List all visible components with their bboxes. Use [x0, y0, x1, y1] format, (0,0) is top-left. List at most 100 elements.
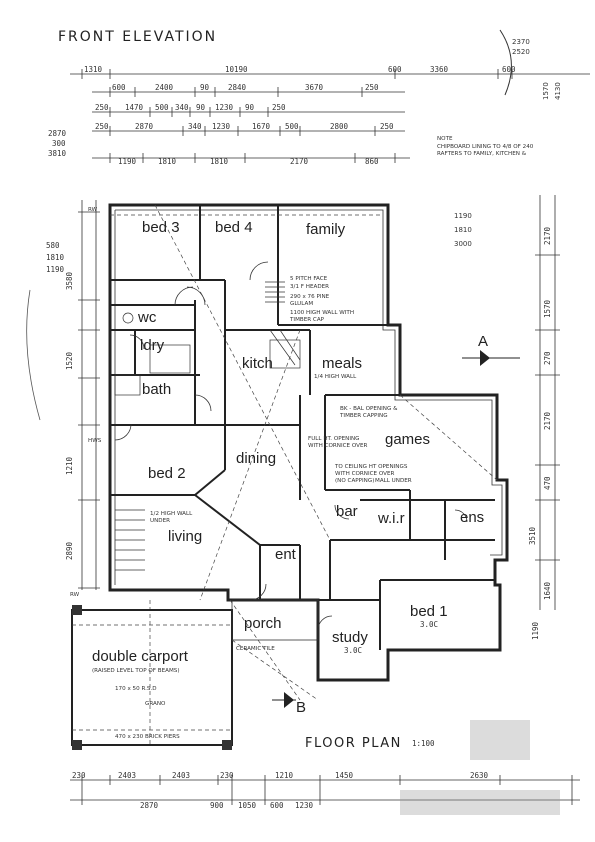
general-note: NOTE CHIPBOARD LINING TO 4/8 OF 240 RAFT… — [437, 136, 534, 157]
dim-r4-2: 2870 — [135, 122, 154, 131]
left-dimension-lines: 2870 300 3810 580 1810 1190 3580 1520 12… — [46, 129, 100, 590]
dim-r3-3: 500 — [155, 103, 169, 112]
dim-left-2: 300 — [52, 139, 66, 148]
dim-r5-5: 860 — [365, 157, 379, 166]
stair-hatching — [114, 281, 301, 571]
dim-r5-1: 1190 — [118, 157, 137, 166]
dim-bot-1: 230 — [72, 771, 86, 780]
svg-text:1/4 HIGH WALL: 1/4 HIGH WALL — [314, 374, 357, 380]
dim-bot-11: 600 — [270, 801, 284, 810]
room-living: living — [168, 528, 202, 545]
svg-text:5 PITCH FACE: 5 PITCH FACE — [290, 276, 328, 282]
dim-r3-2: 1470 — [125, 103, 144, 112]
room-bed4: bed 4 — [215, 219, 253, 236]
dim-r5-4: 2170 — [290, 157, 309, 166]
dim-bot-6: 1450 — [335, 771, 354, 780]
carport-outline — [71, 605, 233, 750]
dim-right-8: 1190 — [531, 621, 540, 640]
copy-smudge — [400, 720, 560, 815]
room-meals: meals — [322, 355, 362, 372]
dim-r5-3: 1810 — [210, 157, 229, 166]
dim-r2-4: 2840 — [228, 83, 247, 92]
section-marker-b: B — [272, 692, 306, 716]
corner-notes: 2370 2520 1190 1810 3000 4130 1570 — [454, 38, 562, 248]
room-bed2: bed 2 — [148, 465, 186, 482]
room-bath: bath — [142, 381, 171, 398]
svg-text:NOTE: NOTE — [437, 136, 453, 142]
dim-right-7: 1640 — [543, 581, 552, 600]
room-ens: ens — [460, 509, 484, 526]
dim-r4-1: 250 — [95, 122, 109, 131]
dim-r4-6: 500 — [285, 122, 299, 131]
dim-bot-9: 900 — [210, 801, 224, 810]
porch-outline — [231, 599, 319, 701]
svg-text:1100 HIGH WALL WITH: 1100 HIGH WALL WITH — [290, 310, 354, 316]
floor-plan-scale: 1:100 — [412, 739, 435, 748]
svg-text:TIMBER CAP: TIMBER CAP — [289, 317, 325, 323]
svg-text:MALL UNDER: MALL UNDER — [375, 478, 412, 484]
svg-text:1190: 1190 — [454, 212, 472, 220]
dim-bot-12: 1230 — [295, 801, 314, 810]
svg-text:170 x 50 R.S.D: 170 x 50 R.S.D — [115, 686, 157, 692]
dim-top-1: 1310 — [84, 65, 103, 74]
room-labels: bed 3 bed 4 family wc ldry bath kitch me… — [92, 219, 484, 665]
dim-left-5: 1810 — [46, 253, 65, 262]
room-wc: wc — [137, 309, 157, 326]
dim-top-4: 3360 — [430, 65, 449, 74]
svg-text:TIMBER CAPPING: TIMBER CAPPING — [339, 413, 388, 419]
dim-r3-1: 250 — [95, 103, 109, 112]
dim-r2-3: 90 — [200, 83, 210, 92]
svg-text:3.0C: 3.0C — [344, 646, 362, 655]
dim-r2-5: 3670 — [305, 83, 324, 92]
corner-curve-mark — [26, 289, 41, 421]
room-study: study — [332, 629, 368, 646]
svg-text:RAFTERS TO FAMILY, KITCHEN &: RAFTERS TO FAMILY, KITCHEN & — [437, 151, 527, 157]
dim-r4-3: 340 — [188, 122, 202, 131]
dim-top-2: 10190 — [225, 65, 248, 74]
svg-text:1570: 1570 — [542, 82, 550, 100]
dim-r3-4: 340 — [175, 103, 189, 112]
dim-right-1: 2170 — [543, 226, 552, 245]
svg-text:WITH CORNICE OVER: WITH CORNICE OVER — [335, 471, 394, 477]
dim-r5-2: 1810 — [158, 157, 177, 166]
plan-annotations: 5 PITCH FACE 3/1 F HEADER 290 x 76 PINE … — [70, 207, 438, 740]
dim-r3-6: 1230 — [215, 103, 234, 112]
dim-r4-4: 1230 — [212, 122, 231, 131]
svg-text:BK - BAL OPENING &: BK - BAL OPENING & — [340, 406, 398, 412]
svg-text:TO CEILING HT OPENINGS: TO CEILING HT OPENINGS — [334, 464, 408, 470]
section-marker-a: A — [462, 333, 520, 366]
dim-right-4: 2170 — [543, 411, 552, 430]
dim-right-5: 470 — [543, 476, 552, 490]
svg-text:RW: RW — [88, 207, 98, 213]
svg-text:RW: RW — [70, 592, 80, 598]
dim-top-3: 600 — [388, 65, 402, 74]
dim-left-7: 3580 — [65, 271, 74, 290]
dim-bot-8: 2870 — [140, 801, 159, 810]
dim-right-2: 1570 — [543, 299, 552, 318]
bottom-dimension-lines: 230 2403 2403 230 1210 1450 2630 2870 90… — [70, 771, 580, 810]
room-wir: w.i.r — [377, 510, 405, 527]
dim-left-3: 3810 — [48, 149, 67, 158]
dim-left-4: 580 — [46, 241, 60, 250]
dim-bot-5: 1210 — [275, 771, 294, 780]
dim-bot-2: 2403 — [118, 771, 136, 780]
svg-text:4130: 4130 — [554, 82, 562, 100]
svg-text:3/1 F HEADER: 3/1 F HEADER — [290, 284, 329, 290]
dim-r2-2: 2400 — [155, 83, 174, 92]
svg-text:GLULAM: GLULAM — [290, 301, 313, 307]
svg-text:HWS: HWS — [88, 438, 102, 444]
dim-bot-3: 2403 — [172, 771, 190, 780]
svg-text:CERAMIC TILE: CERAMIC TILE — [236, 646, 275, 652]
room-carport: double carport — [92, 648, 189, 665]
svg-text:UNDER: UNDER — [150, 518, 170, 524]
dim-r3-5: 90 — [196, 103, 206, 112]
svg-text:2520: 2520 — [512, 48, 530, 56]
svg-text:470 x 230 BRICK PIERS: 470 x 230 BRICK PIERS — [115, 734, 180, 740]
svg-text:A: A — [478, 333, 488, 350]
dim-r4-5: 1670 — [252, 122, 271, 131]
dim-r2-6: 250 — [365, 83, 379, 92]
room-bar: bar — [336, 503, 358, 520]
svg-text:1810: 1810 — [454, 226, 472, 234]
dim-top-5: 600 — [502, 65, 516, 74]
svg-text:290 x 76 PINE: 290 x 76 PINE — [290, 294, 330, 300]
